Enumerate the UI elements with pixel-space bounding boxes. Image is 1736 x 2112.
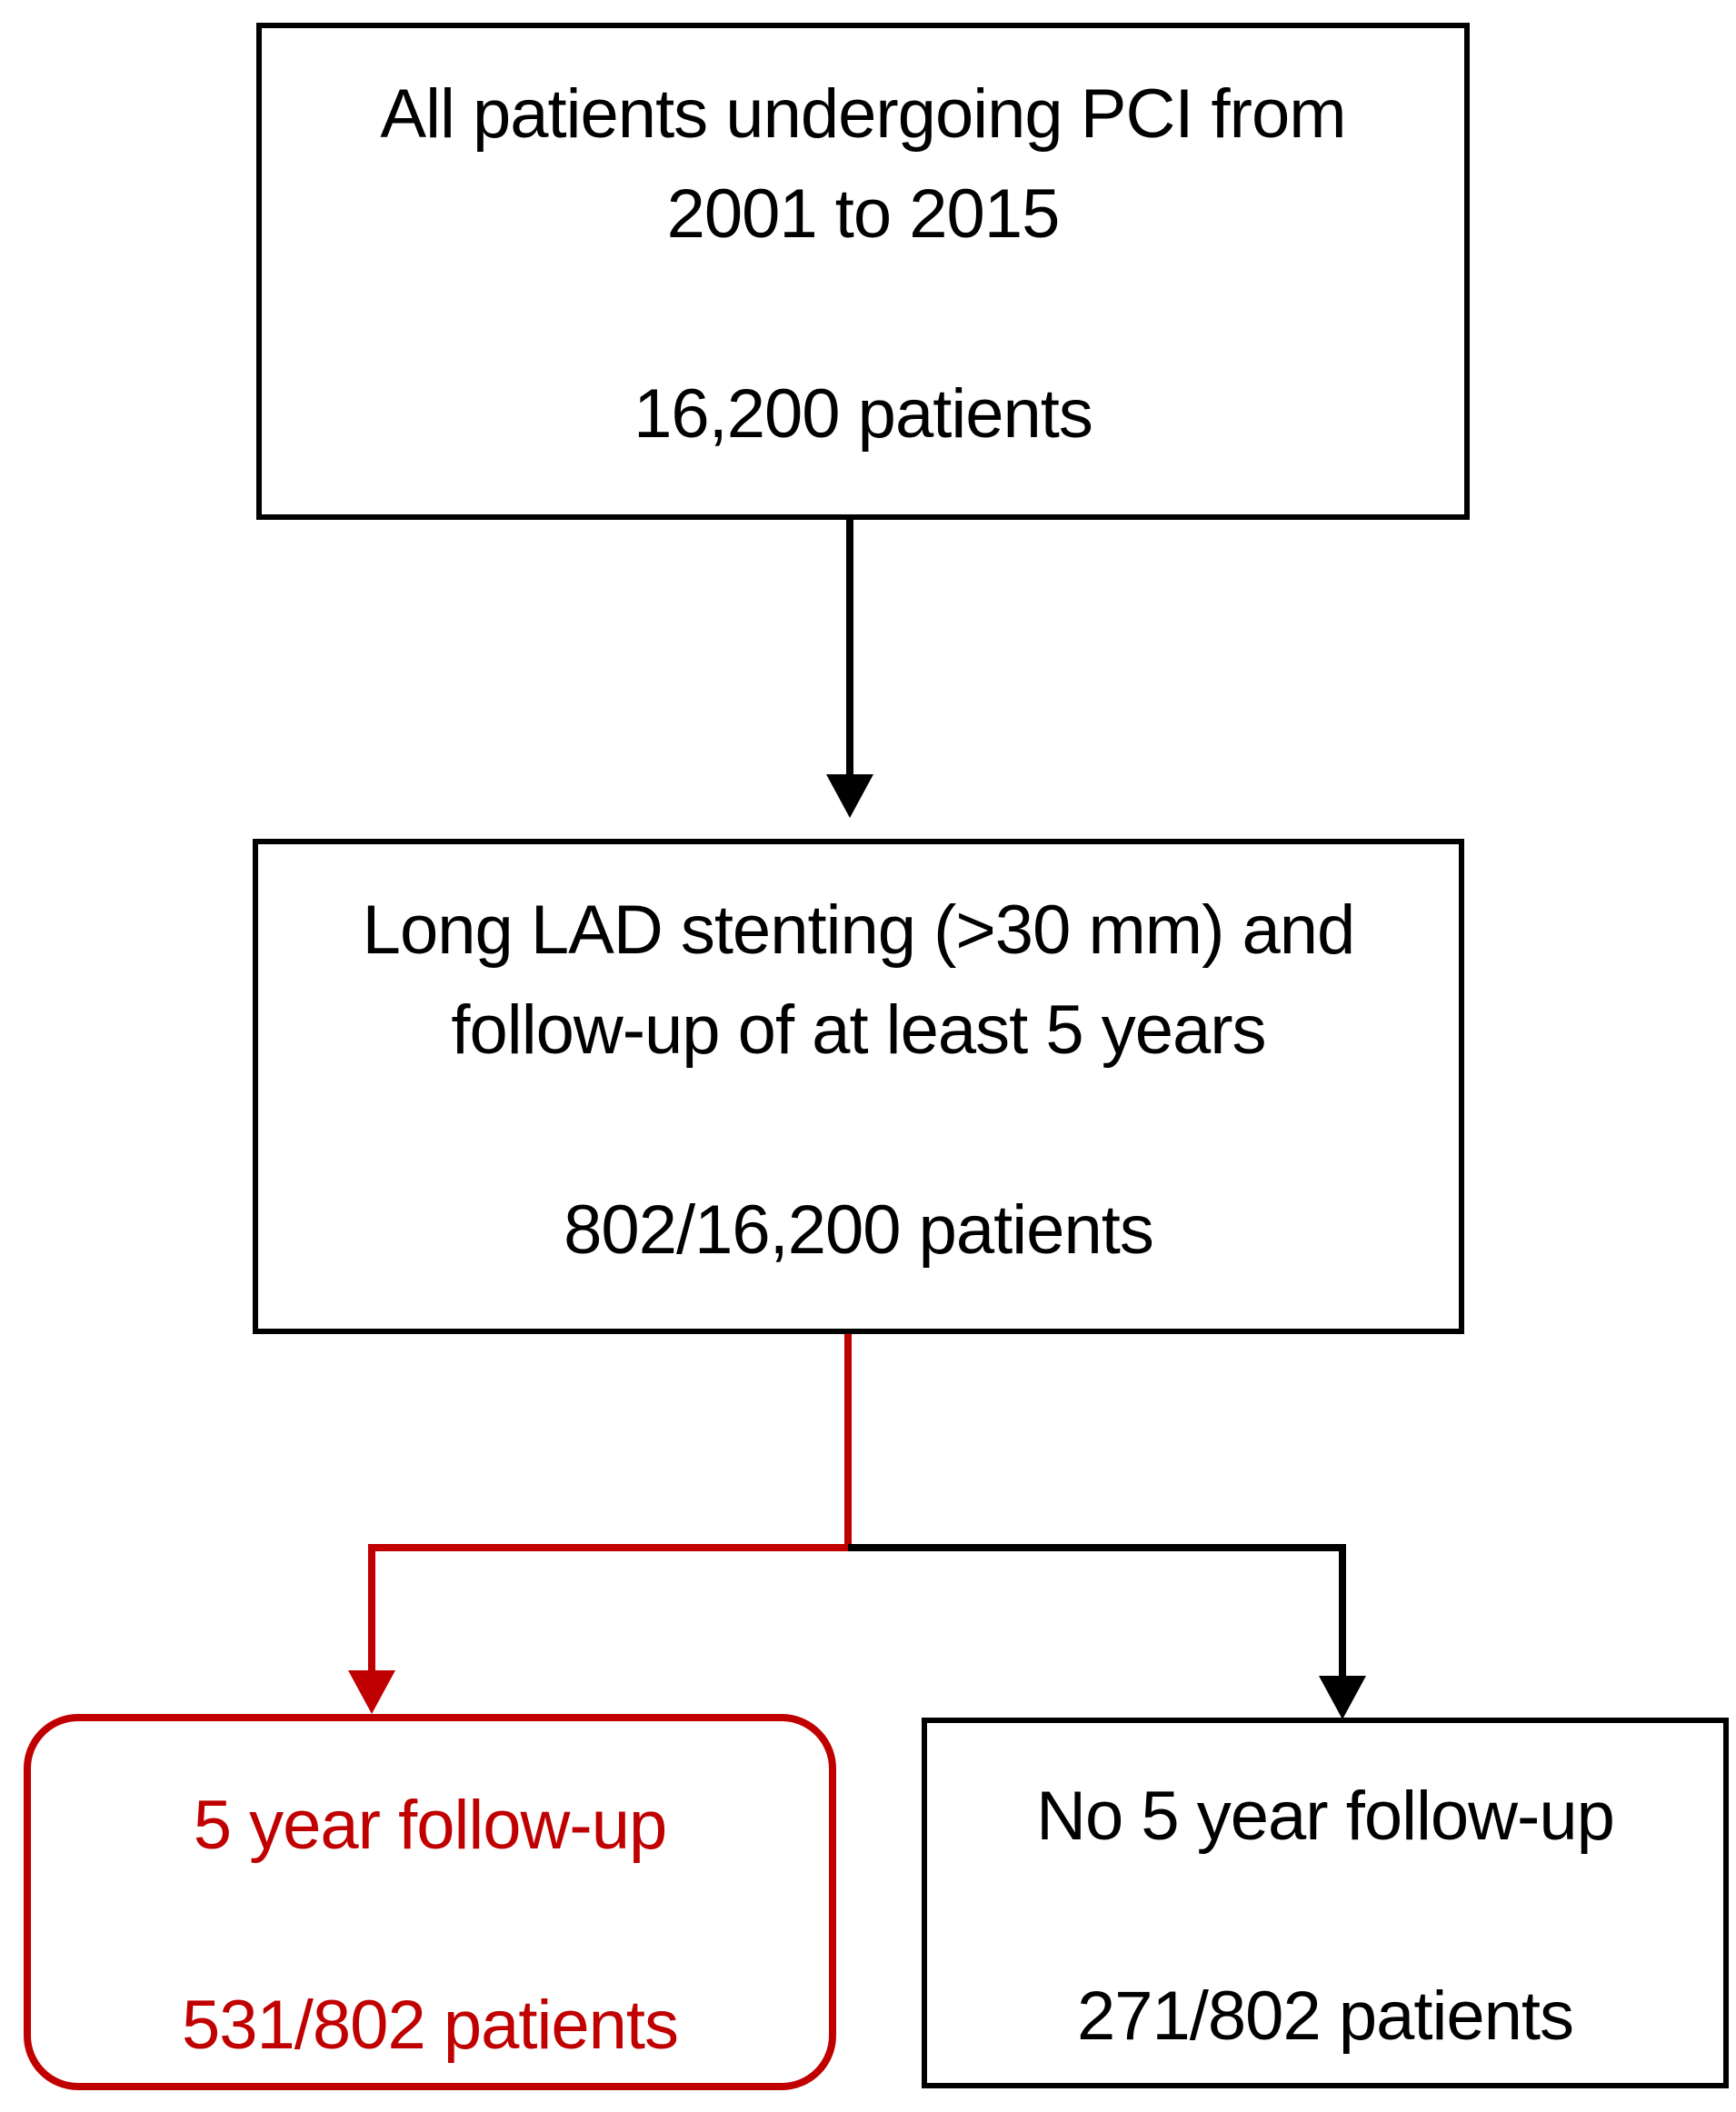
box-long-lad-stenting: Long LAD stenting (>30 mm) and follow-up… <box>253 839 1464 1334</box>
arrow-to-long-lad-head <box>826 774 873 818</box>
arrow-to-5yr-stem <box>368 1544 375 1674</box>
box-5yr-followup-line1: 5 year follow-up <box>193 1787 668 1864</box>
split-horizontal-red <box>368 1544 852 1551</box>
box-no-5yr-followup-count: 271/802 patients <box>1076 1978 1574 2055</box>
box-long-lad-count: 802/16,200 patients <box>564 1191 1154 1269</box>
box-all-patients-count: 16,200 patients <box>634 375 1093 453</box>
box-all-patients: All patients undergoing PCI from 2001 to… <box>256 23 1470 520</box>
arrow-to-long-lad-stem <box>846 519 853 780</box>
box-no-5yr-followup: No 5 year follow-up 271/802 patients <box>922 1718 1729 2088</box>
box-no-5yr-followup-line1: No 5 year follow-up <box>1036 1778 1615 1855</box>
arrow-to-no5yr-stem <box>1339 1544 1346 1679</box>
arrow-to-5yr-head <box>348 1670 395 1714</box>
box-all-patients-spacer <box>262 264 1464 364</box>
box-long-lad-line2: follow-up of at least 5 years <box>451 991 1266 1069</box>
box-long-lad-spacer <box>258 1081 1459 1181</box>
split-stem-red <box>844 1334 852 1548</box>
split-horizontal-black <box>848 1544 1346 1551</box>
box-5yr-followup-spacer <box>31 1876 829 1976</box>
box-5yr-followup: 5 year follow-up 531/802 patients <box>24 1714 836 2090</box>
box-no-5yr-followup-spacer <box>927 1867 1723 1967</box>
arrow-to-no5yr-head <box>1319 1676 1366 1719</box>
box-long-lad-line1: Long LAD stenting (>30 mm) and <box>362 892 1356 969</box>
box-all-patients-line1: All patients undergoing PCI from <box>380 75 1346 153</box>
box-5yr-followup-count: 531/802 patients <box>181 1987 679 2064</box>
box-all-patients-line2: 2001 to 2015 <box>666 175 1061 253</box>
